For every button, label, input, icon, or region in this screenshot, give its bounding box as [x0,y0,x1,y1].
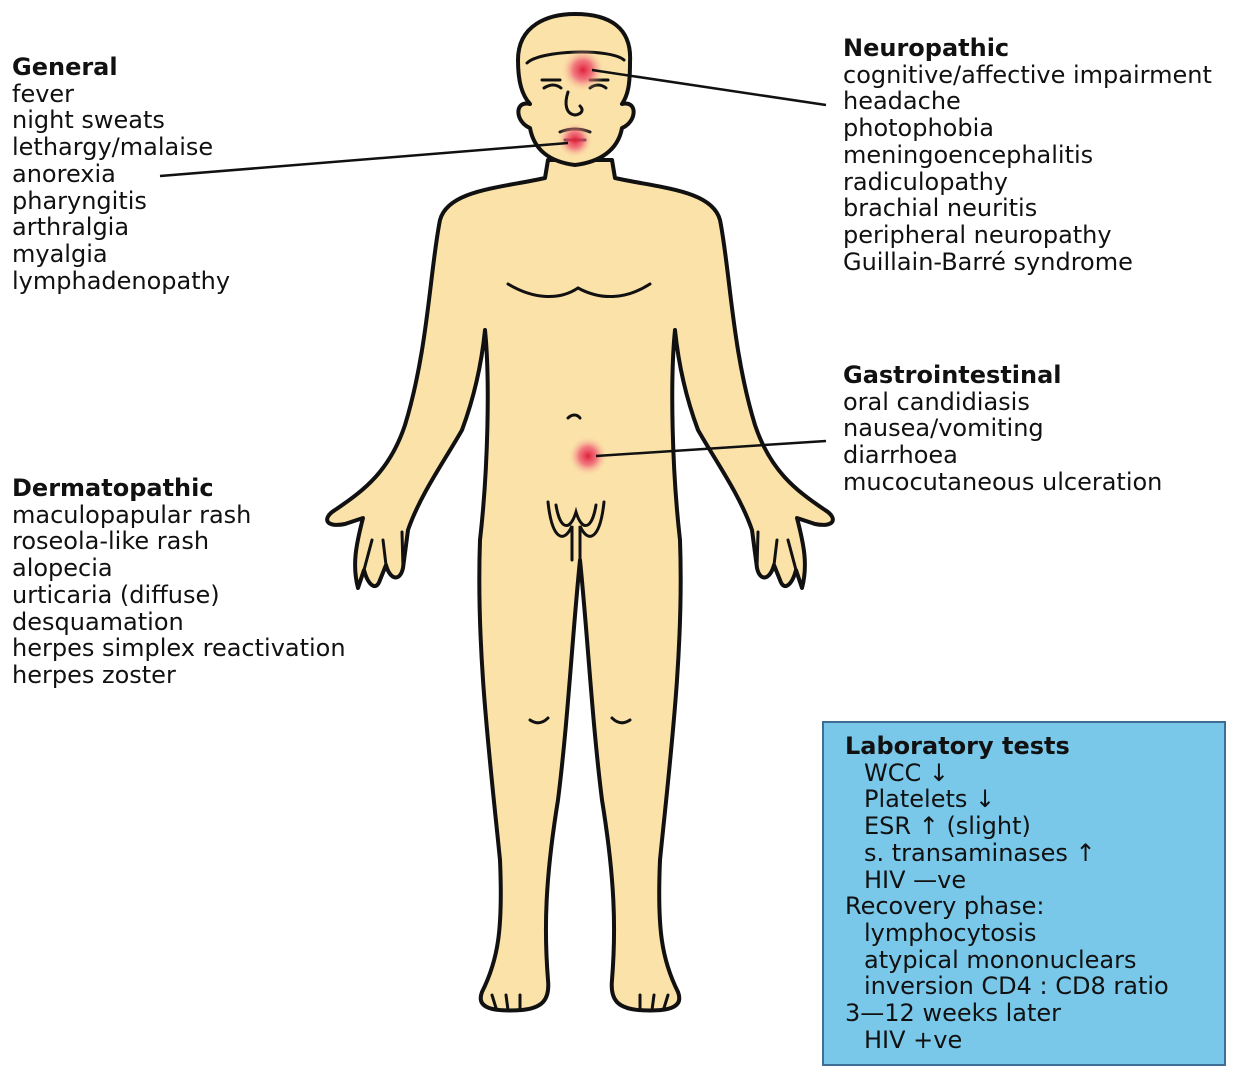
general-item: lethargy/malaise [12,134,230,161]
laboratory-tests-box: Laboratory tests WCC ↓ Platelets ↓ ESR ↑… [822,721,1226,1066]
dermatopathic-item: alopecia [12,555,346,582]
dermatopathic-item: roseola-like rash [12,528,346,555]
gastrointestinal-item: mucocutaneous ulceration [843,469,1162,496]
gastrointestinal-symptoms: Gastrointestinal oral candidiasis nausea… [843,362,1162,496]
dermatopathic-title: Dermatopathic [12,475,346,502]
neuropathic-item: brachial neuritis [843,195,1212,222]
dermatopathic-item: herpes simplex reactivation [12,635,346,662]
neuropathic-symptoms: Neuropathic cognitive/affective impairme… [843,35,1212,275]
neuropathic-item: cognitive/affective impairment [843,62,1212,89]
general-symptoms: General fever night sweats lethargy/mala… [12,54,230,294]
neuropathic-item: meningoencephalitis [843,142,1212,169]
general-item: anorexia [12,161,230,188]
lab-line: HIV +ve [845,1027,1224,1054]
general-item: arthralgia [12,214,230,241]
general-title: General [12,54,230,81]
general-item: lymphadenopathy [12,268,230,295]
lab-line: ESR ↑ (slight) [845,813,1224,840]
lab-line: s. transaminases ↑ [845,840,1224,867]
neuropathic-item: Guillain-Barré syndrome [843,249,1212,276]
dermatopathic-item: desquamation [12,609,346,636]
dermatopathic-symptoms: Dermatopathic maculopapular rash roseola… [12,475,346,689]
gastrointestinal-title: Gastrointestinal [843,362,1162,389]
gastrointestinal-item: diarrhoea [843,442,1162,469]
dermatopathic-item: maculopapular rash [12,502,346,529]
gastrointestinal-item: oral candidiasis [843,389,1162,416]
dermatopathic-item: urticaria (diffuse) [12,582,346,609]
neuropathic-item: radiculopathy [843,169,1212,196]
lab-line: atypical mononuclears [845,947,1224,974]
neuropathic-item: peripheral neuropathy [843,222,1212,249]
lab-line: Recovery phase: [845,893,1224,920]
neuropathic-item: photophobia [843,115,1212,142]
lab-line: HIV —ve [845,867,1224,894]
body-silhouette [327,14,833,1010]
general-item: myalgia [12,241,230,268]
lab-line: inversion CD4 : CD8 ratio [845,973,1224,1000]
lab-line: 3—12 weeks later [845,1000,1224,1027]
general-item: pharyngitis [12,188,230,215]
general-item: fever [12,81,230,108]
lab-line: Platelets ↓ [845,786,1224,813]
lab-line: lymphocytosis [845,920,1224,947]
neuropathic-title: Neuropathic [843,35,1212,62]
neuropathic-item: headache [843,88,1212,115]
lab-line: WCC ↓ [845,760,1224,787]
chin-spot [557,122,593,158]
lab-title: Laboratory tests [845,733,1224,760]
dermatopathic-item: herpes zoster [12,662,346,689]
gastrointestinal-item: nausea/vomiting [843,415,1162,442]
general-item: night sweats [12,107,230,134]
